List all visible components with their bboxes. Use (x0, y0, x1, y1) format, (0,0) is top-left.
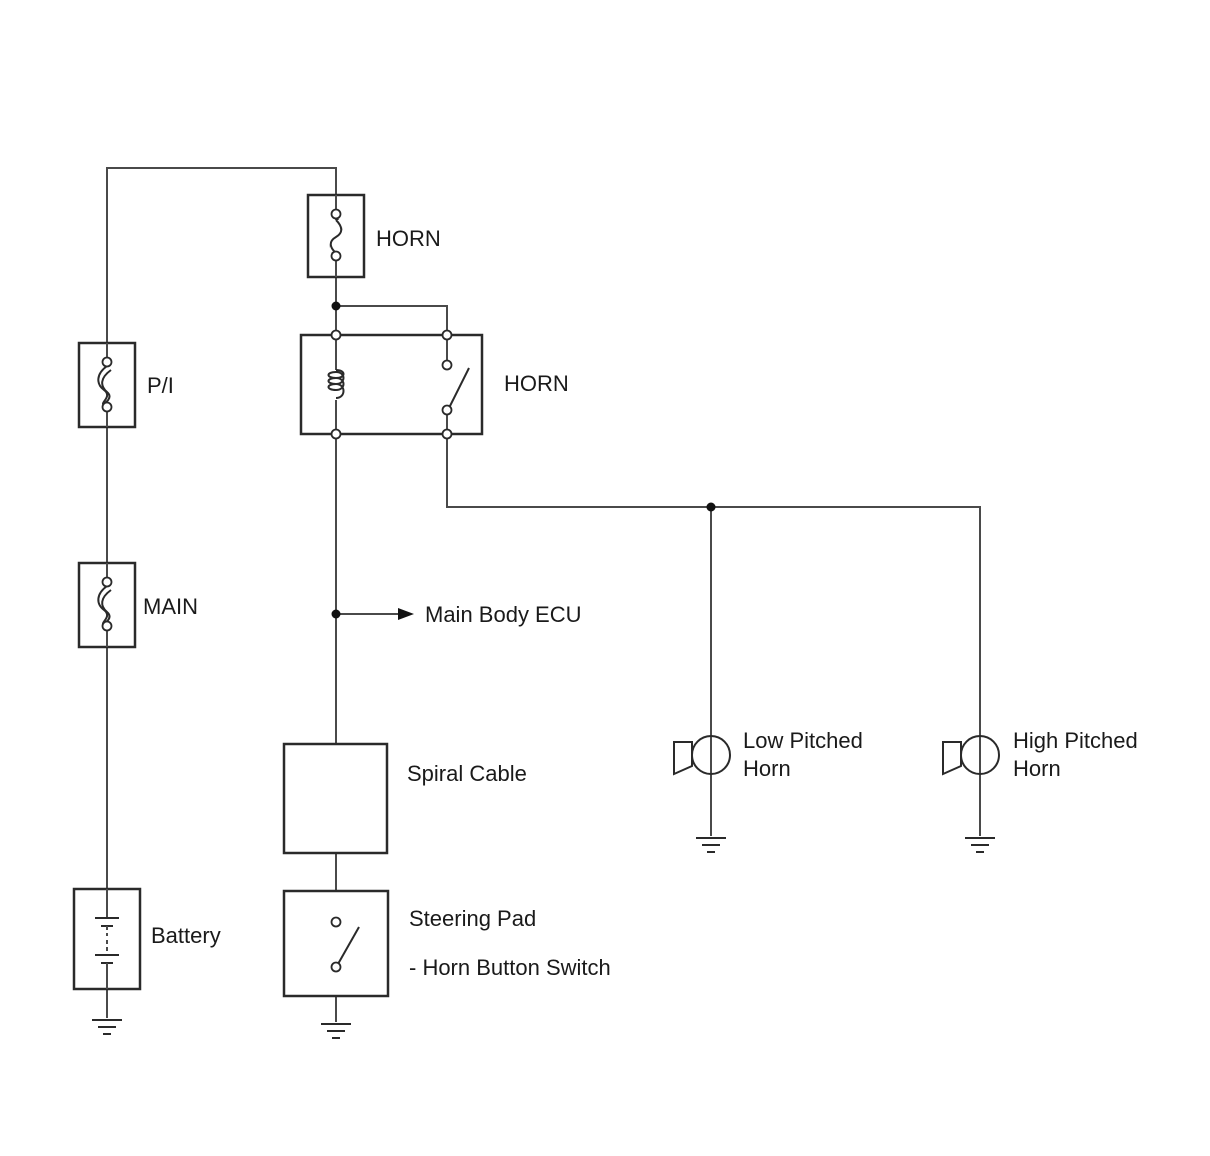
wire-relay-switch-feed (336, 305, 448, 335)
junction-dot (331, 301, 341, 311)
steering-pad (282, 889, 390, 998)
pi-fuse (77, 341, 137, 429)
horn-speaker-icon (960, 735, 1000, 775)
switch-gap-mask (330, 925, 344, 965)
junction-dot (706, 502, 716, 512)
battery (72, 887, 142, 991)
main-fuse-label: MAIN (143, 594, 198, 619)
terminal (330, 250, 342, 262)
horn-button-switch-icon (337, 926, 360, 965)
coil-icon (327, 369, 345, 399)
horn-speaker-icon (942, 741, 962, 776)
ground-icon (965, 837, 995, 853)
main-fuse (77, 561, 137, 649)
terminal (101, 356, 113, 368)
terminal (441, 428, 453, 440)
terminal (101, 401, 113, 413)
main-body-ecu-label: Main Body ECU (425, 602, 582, 627)
horn-button-switch-label: - Horn Button Switch (409, 955, 611, 980)
wire-switch-to-horns (446, 434, 981, 836)
terminal (441, 404, 453, 416)
arrow-right-icon (398, 608, 414, 620)
pi-fuse-label: P/I (147, 373, 174, 398)
horn-fuse (306, 193, 366, 279)
low-horn-label: Horn (743, 756, 791, 781)
terminal (330, 208, 342, 220)
high-horn-label: High Pitched (1013, 728, 1138, 753)
terminal (441, 359, 453, 371)
horn-speaker-icon (691, 735, 731, 775)
terminal (330, 961, 342, 973)
high-pitched-horn (942, 735, 1000, 776)
junction-dot (331, 609, 341, 619)
ground-icon (696, 837, 726, 853)
spiral-cable-box (282, 742, 389, 855)
terminal (101, 576, 113, 588)
ground-icon (321, 1023, 351, 1039)
terminal (330, 916, 342, 928)
fusible-link-icon (97, 365, 109, 405)
relay-switch-contact-icon (448, 367, 470, 409)
terminal (330, 329, 342, 341)
terminal (441, 329, 453, 341)
horn-fuse-label: HORN (376, 226, 441, 251)
low-pitched-horn (673, 735, 731, 776)
terminal (330, 428, 342, 440)
fuse-element-icon (329, 219, 343, 254)
fusible-link-icon (97, 585, 109, 625)
horn-relay (299, 329, 484, 440)
terminal (101, 620, 113, 632)
horn-relay-label: HORN (504, 371, 569, 396)
low-horn-label: Low Pitched (743, 728, 863, 753)
steering-pad-label: Steering Pad (409, 906, 536, 931)
spiral-cable-label: Spiral Cable (407, 761, 527, 786)
ground-icon (92, 1019, 122, 1035)
wiring (106, 167, 981, 1022)
high-horn-label: Horn (1013, 756, 1061, 781)
battery-label: Battery (151, 923, 221, 948)
horn-speaker-icon (673, 741, 693, 776)
